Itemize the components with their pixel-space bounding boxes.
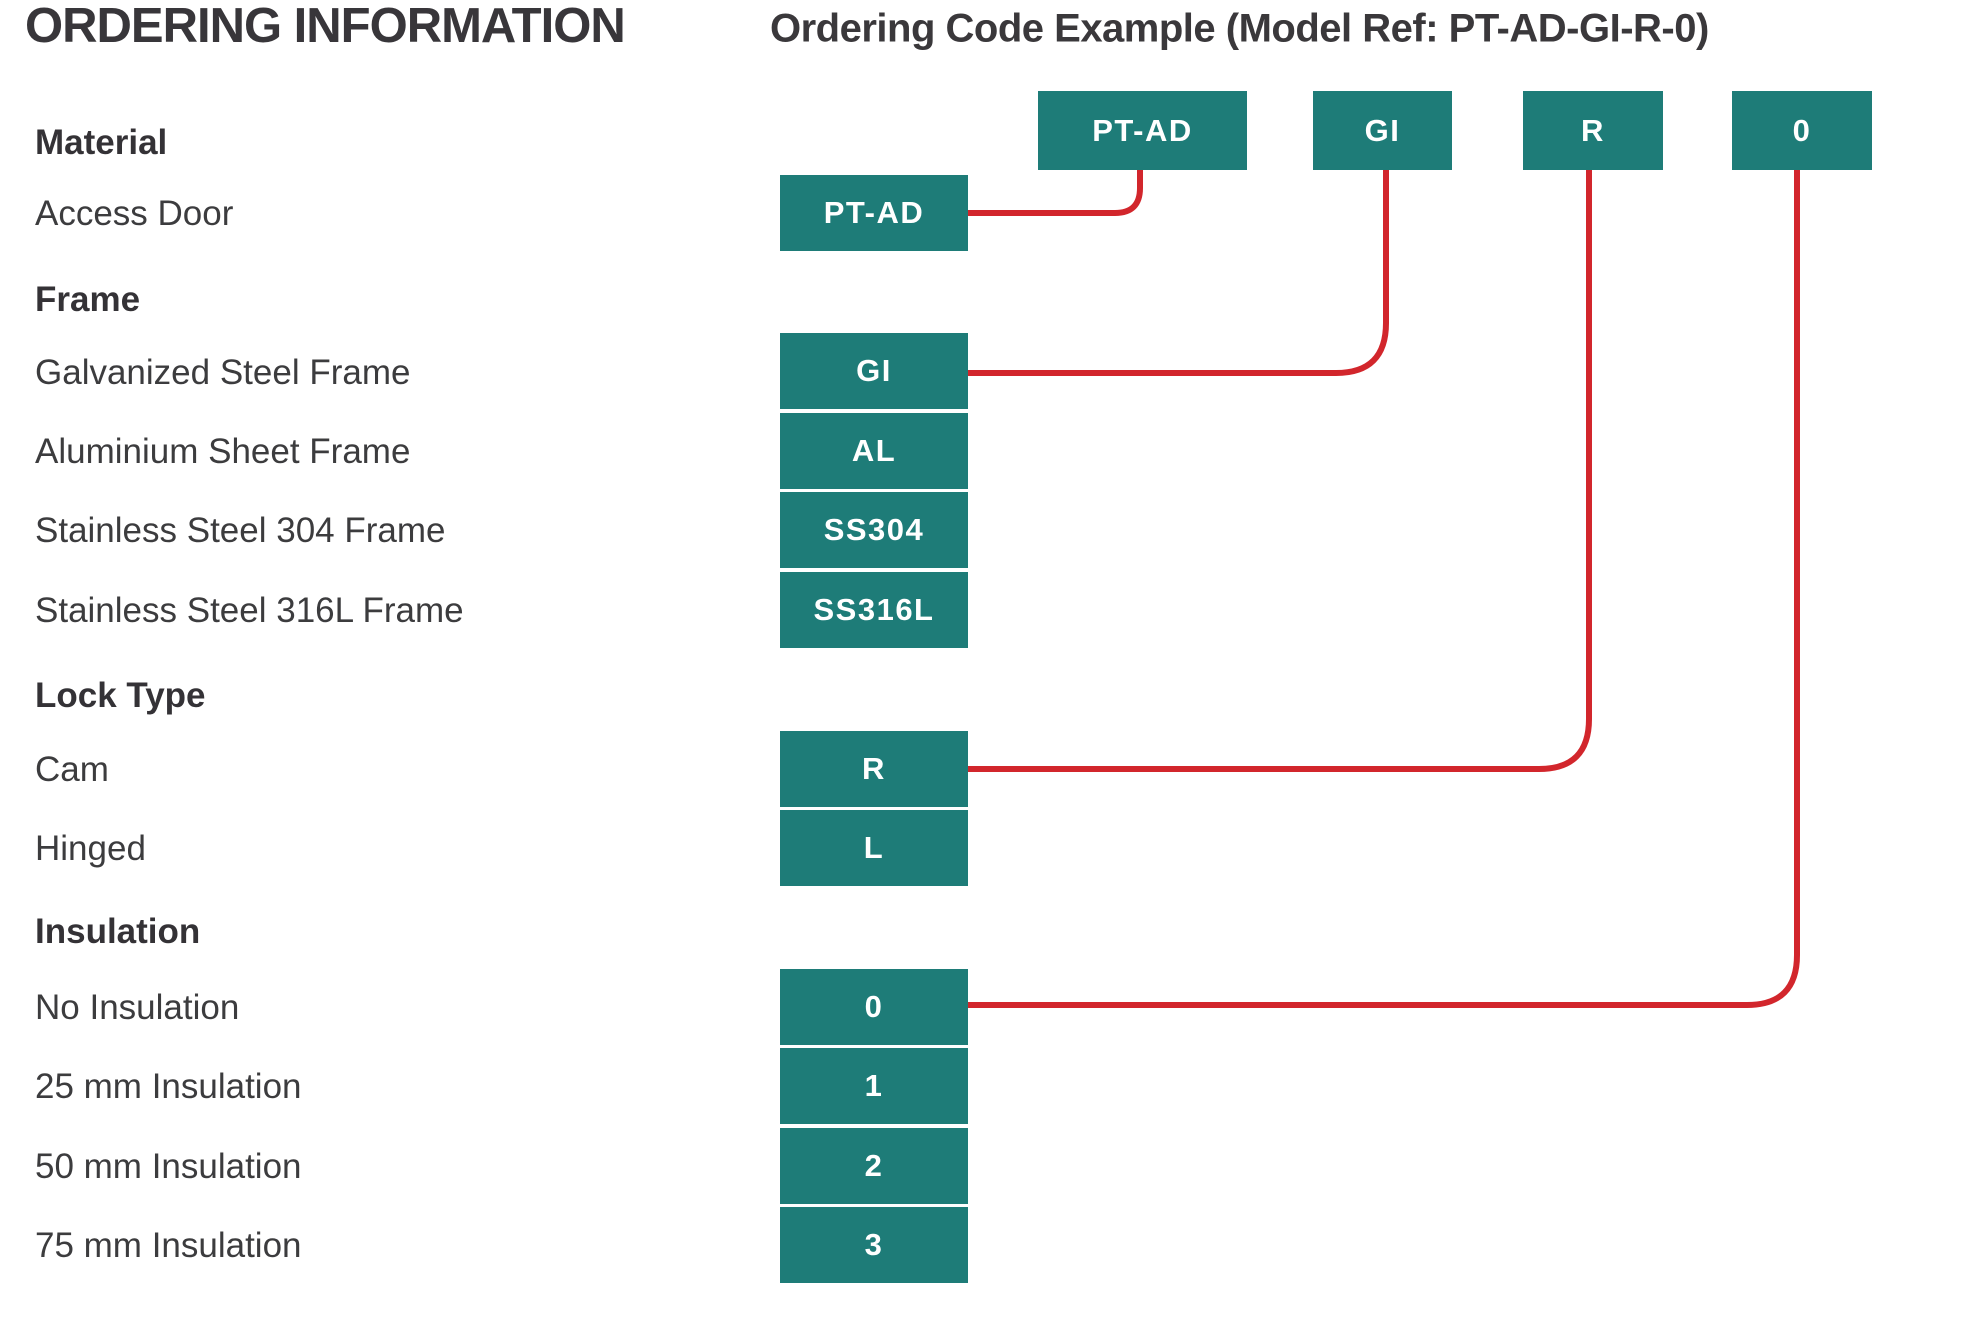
- option-label-aluminium-sheet-frame: Aluminium Sheet Frame: [35, 432, 411, 471]
- option-code-box-gi: GI: [780, 333, 968, 409]
- option-code-box-al: AL: [780, 413, 968, 489]
- option-code-box-1: 1: [780, 1048, 968, 1124]
- connector-lock-type-line: [968, 170, 1592, 772]
- option-label-75-mm-insulation: 75 mm Insulation: [35, 1226, 302, 1265]
- option-label-hinged: Hinged: [35, 829, 146, 868]
- section-label-frame: Frame: [35, 280, 141, 319]
- option-code-box-ss316l: SS316L: [780, 572, 968, 648]
- code-segment-insulation: 0: [1732, 91, 1872, 170]
- page-title: ORDERING INFORMATION: [25, 0, 626, 53]
- option-label-stainless-steel-304-frame: Stainless Steel 304 Frame: [35, 511, 446, 550]
- option-code-box-3: 3: [780, 1207, 968, 1283]
- option-code-box-0: 0: [780, 969, 968, 1045]
- section-label-lock-type: Lock Type: [35, 676, 206, 715]
- option-code-box-l: L: [780, 810, 968, 886]
- option-code-box-2: 2: [780, 1128, 968, 1204]
- code-segment-frame: GI: [1313, 91, 1452, 170]
- option-code-box-pt-ad: PT-AD: [780, 175, 968, 251]
- option-code-box-ss304: SS304: [780, 492, 968, 568]
- option-label-no-insulation: No Insulation: [35, 988, 240, 1027]
- ordering-code-example-title: Ordering Code Example (Model Ref: PT-AD-…: [770, 6, 1709, 51]
- connector-material-line: [968, 170, 1143, 216]
- option-label-stainless-steel-316l-frame: Stainless Steel 316L Frame: [35, 591, 464, 630]
- connector-frame-line: [968, 170, 1389, 376]
- option-label-access-door: Access Door: [35, 194, 234, 233]
- connector-insulation-line: [968, 170, 1800, 1008]
- option-label-cam: Cam: [35, 750, 109, 789]
- section-label-material: Material: [35, 123, 168, 162]
- option-code-box-r: R: [780, 731, 968, 807]
- option-label-25-mm-insulation: 25 mm Insulation: [35, 1067, 302, 1106]
- code-segment-material: PT-AD: [1038, 91, 1247, 170]
- code-segment-lock-type: R: [1523, 91, 1663, 170]
- option-label-50-mm-insulation: 50 mm Insulation: [35, 1147, 302, 1186]
- section-label-insulation: Insulation: [35, 912, 201, 951]
- option-label-galvanized-steel-frame: Galvanized Steel Frame: [35, 353, 411, 392]
